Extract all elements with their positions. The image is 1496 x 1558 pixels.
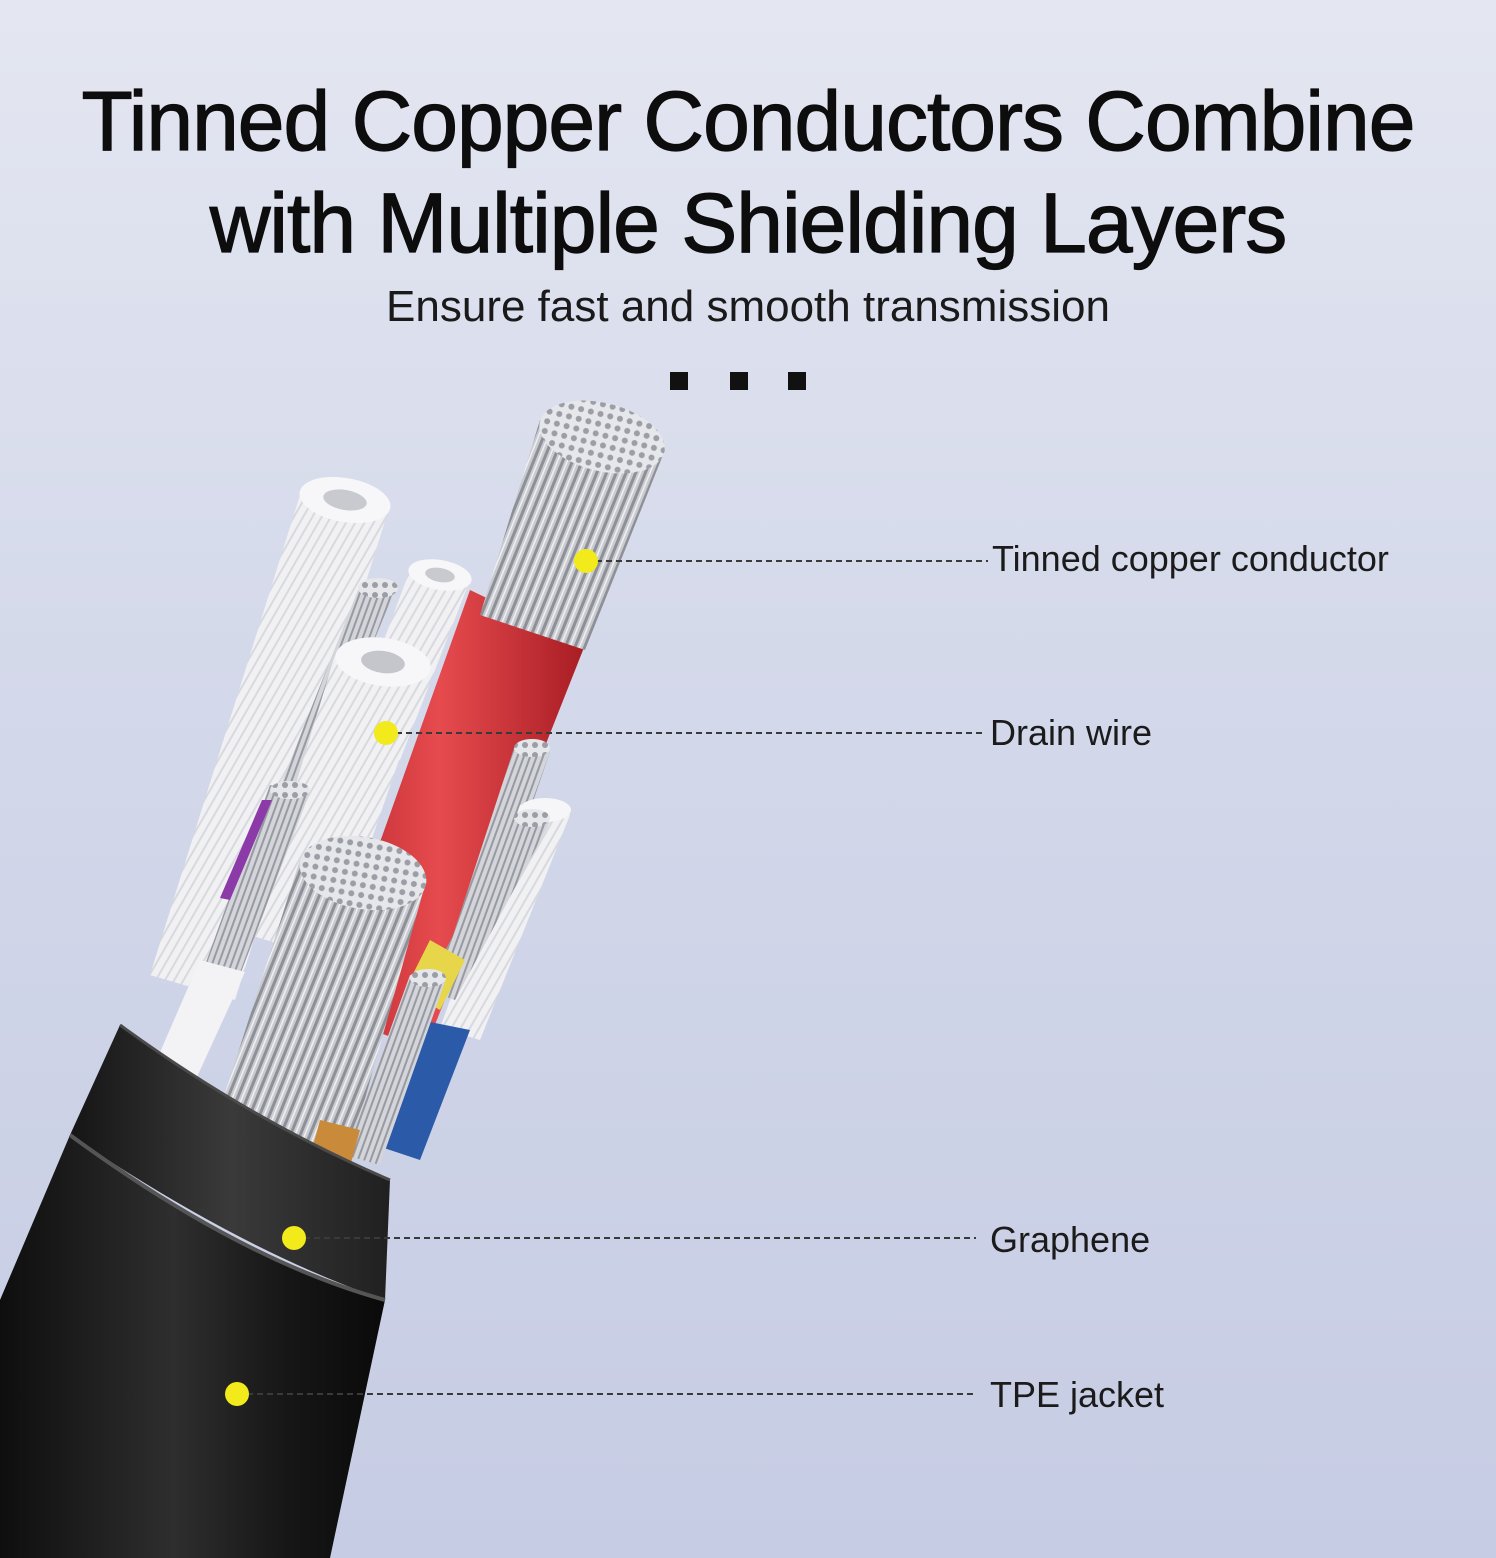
headline: Tinned Copper Conductors Combine with Mu… (0, 70, 1496, 274)
callout-tinned-copper-conductor: Tinned copper conductor (992, 538, 1389, 579)
left-small-conductor (205, 781, 310, 975)
marker-dot (374, 721, 398, 745)
callout-markers (225, 549, 598, 1406)
dot (730, 372, 748, 390)
dot (788, 372, 806, 390)
subtitle: Ensure fast and smooth transmission (386, 282, 1110, 331)
headline-line-1: Tinned Copper Conductors Combine (81, 73, 1416, 168)
callout-graphene: Graphene (990, 1219, 1151, 1260)
marker-dot (574, 549, 598, 573)
headline-line-2: with Multiple Shielding Layers (209, 175, 1288, 270)
marker-dot (282, 1226, 306, 1250)
dot (670, 372, 688, 390)
decorative-dots (670, 372, 810, 392)
front-main-conductor (210, 835, 427, 1170)
graphene-layer (70, 1023, 391, 1300)
tpe-jacket-body (0, 1133, 386, 1558)
callout-drain-wire: Drain wire (990, 712, 1153, 753)
right-conductors (375, 739, 571, 1160)
callout-tpe-jacket: TPE jacket (990, 1374, 1165, 1415)
callout-leader-lines (237, 560, 988, 1395)
marker-dot (225, 1382, 249, 1406)
white-shield-tube-back (150, 476, 391, 1000)
tinned-copper-conductor-strands (480, 400, 665, 650)
